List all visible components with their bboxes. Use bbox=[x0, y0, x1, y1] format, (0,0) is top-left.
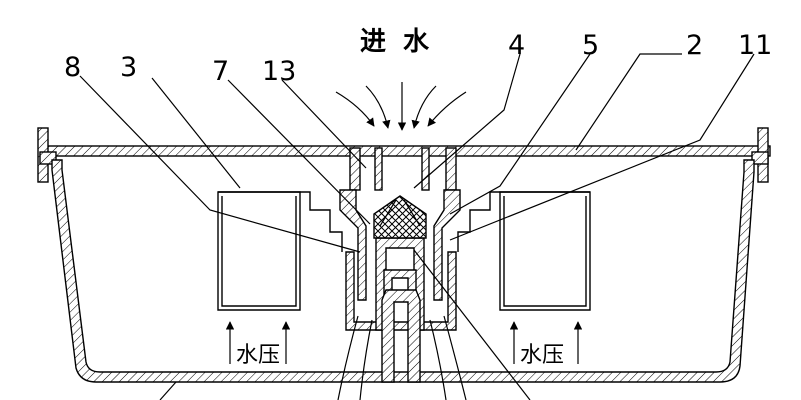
inlet-arrows bbox=[335, 82, 467, 131]
part-label-13: 13 bbox=[262, 56, 296, 87]
float-cup bbox=[217, 191, 591, 311]
part-label-3: 3 bbox=[120, 52, 137, 83]
part-label-5: 5 bbox=[582, 30, 599, 61]
valve-plug bbox=[373, 195, 427, 239]
part-label-7: 7 bbox=[212, 56, 229, 87]
outlet-flow-lines bbox=[337, 199, 467, 400]
pressure-label-right: 水压 bbox=[520, 343, 564, 368]
inlet-label: 进 水 bbox=[360, 27, 433, 57]
outer-bowl bbox=[51, 159, 755, 383]
part-label-2: 2 bbox=[686, 30, 703, 61]
center-post bbox=[381, 289, 421, 383]
part-label-8: 8 bbox=[64, 52, 81, 83]
top-plate bbox=[37, 127, 771, 183]
part-label-11: 11 bbox=[738, 30, 772, 61]
part-label-4: 4 bbox=[508, 30, 525, 61]
pressure-label-left: 水压 bbox=[236, 343, 280, 368]
leader-lines bbox=[79, 53, 755, 400]
pressure-arrows bbox=[225, 321, 583, 364]
